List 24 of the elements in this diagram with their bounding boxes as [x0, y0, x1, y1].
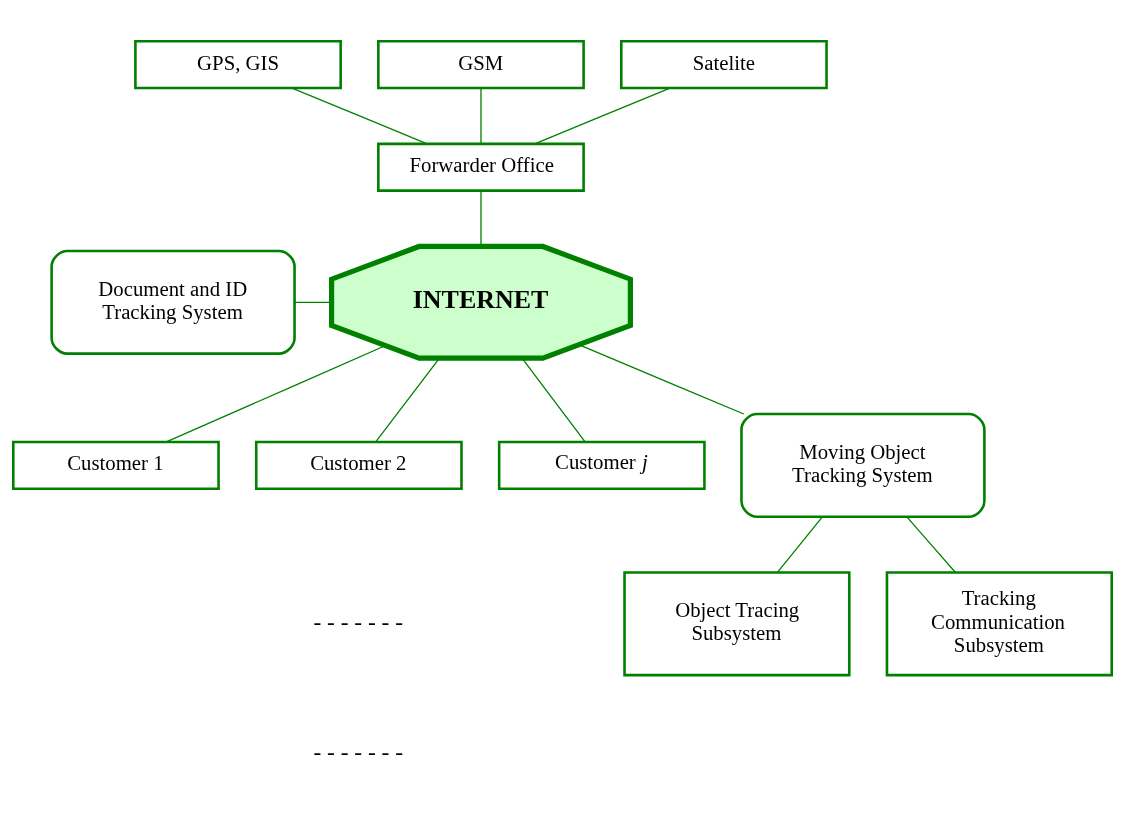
node-box: GSM: [377, 39, 585, 89]
node-box: Tracking Communication Subsystem: [885, 570, 1113, 676]
node-box: Customer j: [497, 440, 706, 490]
node-box: Object Tracing Subsystem: [623, 570, 851, 676]
label: - - - - - - -: [313, 608, 403, 635]
connector: [293, 301, 332, 303]
connector: [375, 357, 440, 442]
node-box: Customer 1: [12, 440, 220, 490]
label: - - - - - - -: [313, 738, 403, 765]
connector: [480, 189, 482, 247]
node-box: Document and ID Tracking System: [50, 249, 296, 355]
connector: [291, 86, 428, 144]
connector: [534, 86, 671, 144]
node-box: Satelite: [620, 39, 828, 89]
connector: [578, 343, 745, 415]
connector: [776, 515, 823, 573]
node-box: Customer 2: [254, 440, 463, 490]
connector: [906, 515, 957, 573]
connector: [165, 344, 386, 443]
node-box: GPS, GIS: [134, 39, 342, 89]
node-box: Forwarder Office: [377, 142, 585, 192]
connector: [480, 86, 482, 144]
connector: [521, 357, 586, 442]
node-box: Moving Object Tracking System: [740, 412, 986, 518]
